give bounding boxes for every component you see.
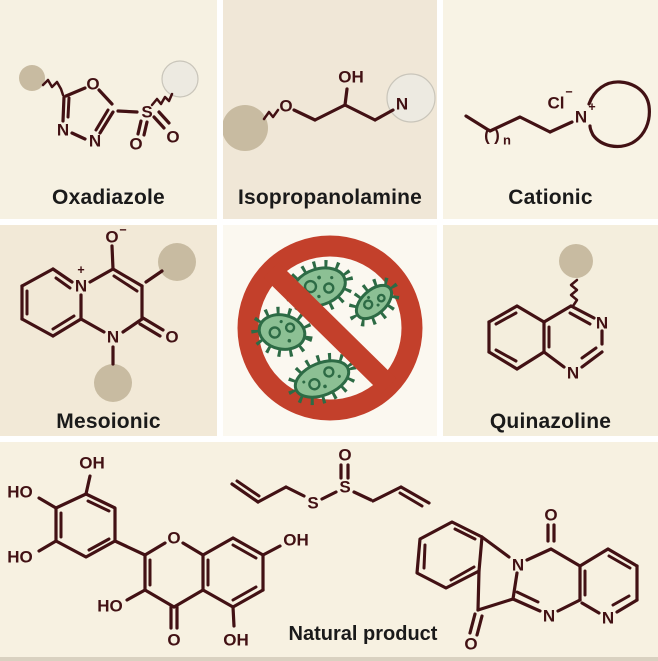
atom-label: S — [339, 478, 350, 497]
isopropanolamine-structure: O OH N — [223, 68, 436, 151]
charge-label: + — [588, 100, 595, 114]
flavonoid-skeleton — [37, 474, 282, 630]
bottom-edge-strip — [0, 657, 658, 661]
panel-mesoionic: O − N + N O Mesoionic — [0, 225, 217, 436]
r-group-placeholder-circle — [19, 65, 45, 91]
atom-label: OH — [223, 631, 249, 650]
r-group-placeholder-circle — [161, 60, 199, 98]
panel-title-natural-product: Natural product — [288, 623, 438, 645]
panel-isopropanolamine: O OH N Isopropanolamine — [223, 0, 437, 219]
charge-label: + — [77, 263, 84, 277]
panel-title-quinazoline: Quinazoline — [489, 410, 612, 433]
wavy-bond — [569, 278, 579, 308]
panel-oxadiazole: O N N S O O Oxadiazole — [0, 0, 217, 219]
atom-label: S — [307, 494, 318, 513]
atom-label: O — [129, 135, 142, 154]
atom-label: O — [86, 75, 99, 94]
panel-title-oxadiazole: Oxadiazole — [52, 186, 165, 209]
atom-label: N — [107, 328, 119, 347]
panel-title-cationic: Cationic — [508, 186, 593, 209]
charge-label: − — [119, 225, 126, 237]
r-group-placeholder-circle — [386, 73, 436, 123]
thiosulfinate-skeleton — [230, 463, 431, 508]
atom-label: N — [575, 108, 587, 127]
charge-label: − — [565, 85, 572, 99]
atom-label: OH — [283, 531, 309, 550]
atom-label: N — [512, 556, 524, 575]
panel-title-isopropanolamine: Isopropanolamine — [237, 186, 423, 209]
prohibition-sign-icon — [237, 235, 423, 421]
atom-label: OH — [79, 454, 105, 473]
atom-label: N — [396, 95, 408, 114]
atom-label: N — [89, 132, 101, 151]
atom-label: Cl — [548, 94, 565, 113]
atom-label: O — [464, 635, 477, 654]
atom-label: OH — [338, 68, 364, 87]
oxadiazole-skeleton — [41, 78, 174, 141]
panel-title-mesoionic: Mesoionic — [56, 410, 161, 433]
atom-label: O — [279, 97, 292, 116]
natural-product-structures: OH HO HO O HO O OH OH — [7, 446, 639, 654]
repeat-subscript: n — [503, 133, 511, 148]
atom-label: O — [166, 128, 179, 147]
quinazoline-skeleton — [487, 278, 604, 371]
atom-label: O — [544, 506, 557, 525]
bracket-label: ) — [494, 126, 500, 145]
alkaloid-skeleton — [415, 520, 639, 637]
panel-natural-product: OH HO HO O HO O OH OH — [0, 442, 658, 657]
panel-cationic: ( ) n Cl − N + Cationic — [443, 0, 658, 219]
atom-label: O — [165, 328, 178, 347]
atom-label: HO — [97, 597, 123, 616]
atom-label: N — [602, 609, 614, 628]
atom-label: N — [596, 314, 608, 333]
panel-no-bacteria — [223, 225, 437, 436]
mesoionic-skeleton — [20, 244, 165, 366]
oxadiazole-structure: O N N S O O — [19, 60, 199, 154]
atom-label: N — [75, 277, 87, 296]
wavy-bond — [150, 92, 174, 107]
atom-label: HO — [7, 548, 33, 567]
atom-label: HO — [7, 483, 33, 502]
isopropanolamine-skeleton — [262, 87, 395, 122]
bracket-label: ( — [484, 126, 490, 145]
cationic-structure: ( ) n Cl − N + — [464, 80, 651, 149]
mesoionic-structure: O − N + N O — [20, 225, 196, 402]
prohibition-slash — [263, 262, 397, 394]
atom-label: S — [141, 103, 152, 122]
atom-label: O — [167, 631, 180, 650]
cationic-skeleton — [464, 80, 651, 149]
atom-label: O — [105, 228, 118, 247]
prohibition-ring — [237, 235, 423, 421]
atom-label: N — [543, 607, 555, 626]
macrocycle-ring — [587, 80, 651, 149]
bacterium-icon — [287, 352, 357, 406]
wavy-bond — [262, 108, 280, 121]
atom-label: O — [338, 446, 351, 465]
r-group-placeholder-circle — [223, 105, 268, 151]
bacterium-icon — [251, 306, 313, 358]
atom-label: N — [57, 121, 69, 140]
panel-quinazoline: N N Quinazoline — [443, 225, 658, 436]
wavy-bond — [41, 78, 65, 97]
r-group-placeholder-circle — [94, 364, 132, 402]
r-group-placeholder-circle — [158, 243, 196, 281]
atom-label: N — [567, 364, 579, 383]
quinazoline-structure: N N — [487, 244, 608, 383]
atom-label: O — [167, 529, 180, 548]
r-group-placeholder-circle — [559, 244, 593, 278]
